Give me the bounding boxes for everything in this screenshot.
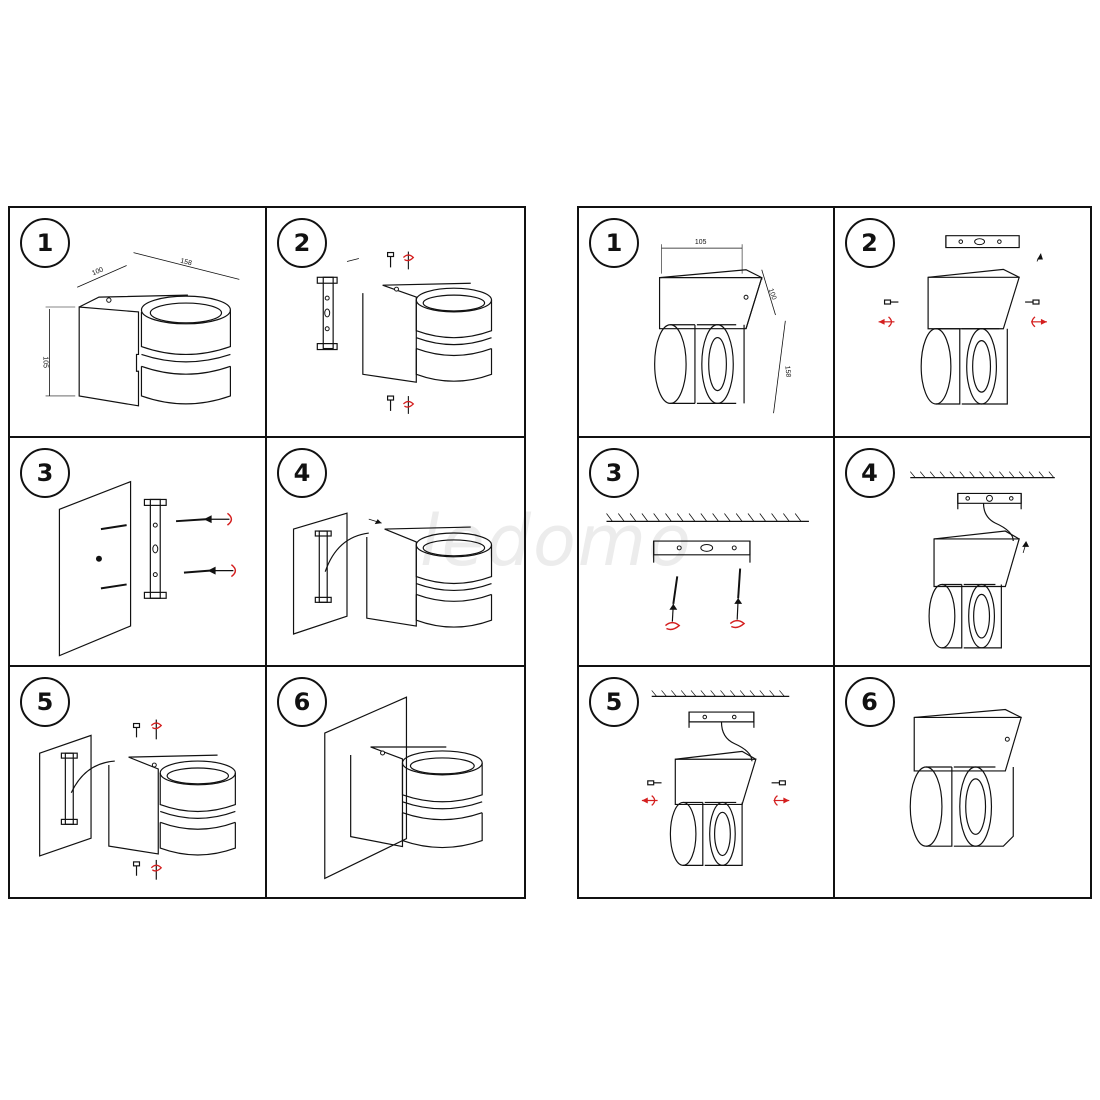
ceiling-mount-instruction-sheet: 1 105 100 158 (577, 206, 1092, 899)
dimension-depth-label: 158 (180, 258, 193, 268)
ceiling-step-6-installed-lamp-drawing (909, 709, 1022, 848)
ceiling-step-4-panel: 4 (834, 438, 1090, 668)
wall-mount-instruction-sheet: 1 100 158 105 2 (8, 206, 526, 899)
ceiling-step-1-panel: 1 105 100 158 (579, 208, 835, 438)
wall-step-2-panel: 2 (267, 208, 524, 438)
ceiling-step-3-fix-bracket-to-ceiling-drawing (606, 512, 809, 630)
ceiling-step-2-panel: 2 (834, 208, 1090, 438)
ceiling-step-6-panel: 6 (835, 667, 1091, 897)
step-number-badge: 4 (844, 447, 895, 498)
step-number-badge: 6 (277, 677, 327, 728)
step-number-badge: 3 (589, 447, 639, 498)
step-number-badge: 3 (20, 447, 70, 498)
wall-step-5-screw-lamp-to-bracket-drawing (39, 719, 236, 881)
wall-step-2-remove-bracket-drawing (316, 251, 493, 414)
wall-step-6-panel: 6 (267, 667, 524, 897)
step-number-badge: 6 (844, 677, 895, 728)
wall-step-3-fix-bracket-to-wall-drawing (58, 480, 237, 657)
ceiling-step-3-panel: 3 (579, 437, 835, 668)
dimension-height-label: 158 (783, 366, 791, 378)
ceiling-step-4-connect-wire-drawing (909, 471, 1055, 649)
dimension-width-label: 105 (695, 239, 707, 246)
dimension-height-label: 105 (42, 356, 49, 368)
dimension-depth-label: 100 (767, 288, 778, 301)
step-number-badge: 1 (20, 218, 70, 268)
step-number-badge: 1 (589, 218, 639, 268)
step-number-badge: 2 (277, 218, 327, 268)
ceiling-step-5-screw-lamp-to-bracket-drawing (641, 690, 790, 867)
step-number-badge: 5 (20, 677, 70, 728)
ceiling-step-2-remove-bracket-drawing (878, 235, 1047, 405)
wall-step-6-installed-lamp-drawing (324, 696, 483, 880)
wall-step-1-panel: 1 100 158 105 (10, 208, 267, 438)
step-number-badge: 2 (844, 218, 895, 268)
ceiling-step-5-panel: 5 (579, 667, 835, 897)
wall-step-4-connect-wire-drawing (292, 512, 493, 635)
wall-step-5-panel: 5 (10, 667, 267, 897)
wall-step-1-dimension-drawing: 100 158 105 (42, 252, 240, 407)
step-number-badge: 5 (589, 677, 639, 728)
wall-step-4-panel: 4 (267, 438, 524, 668)
ceiling-step-1-dimension-drawing: 105 100 158 (654, 239, 792, 414)
step-number-badge: 4 (277, 447, 327, 498)
dimension-width-label: 100 (91, 266, 104, 277)
wall-step-3-panel: 3 (10, 437, 267, 668)
